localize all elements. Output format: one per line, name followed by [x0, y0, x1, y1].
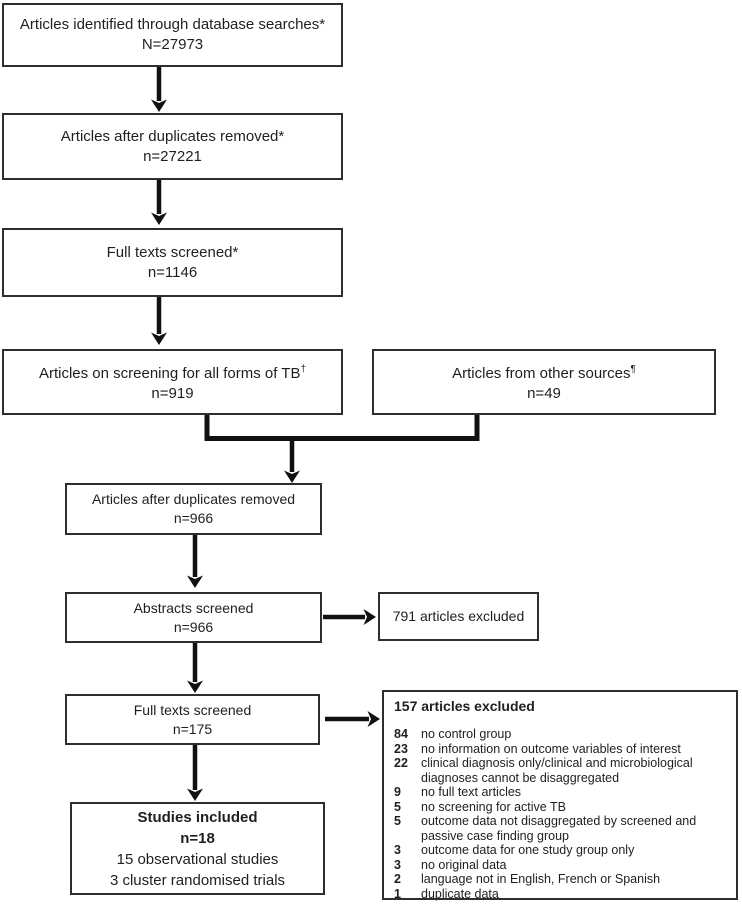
box-title: Articles after duplicates removed* [60, 127, 285, 145]
arrow-dedup1-to-fulltext1 [151, 180, 167, 225]
box-screening-all-forms-tb: Articles on screening for all forms of T… [2, 349, 343, 415]
box-studies-included: Studies included n=18 15 observational s… [70, 802, 325, 895]
dagger-symbol: † [300, 364, 307, 375]
box-count: n=919 [151, 385, 194, 402]
arrow-fulltext2-to-excluded [325, 711, 380, 727]
exclusion-reason: 5 no screening for active TB [394, 799, 566, 814]
box-label: 791 articles excluded [392, 608, 525, 624]
box-title: Articles on screening for all forms of T… [38, 364, 307, 382]
box-count: n=966 [173, 510, 214, 526]
arrow-abstracts-to-excluded [323, 609, 376, 625]
box-count: n=27221 [143, 147, 202, 165]
exclusion-header: 157 articles excluded [394, 698, 535, 714]
arrow-abstracts-to-fulltext2 [187, 643, 203, 693]
box-count: n=49 [527, 385, 561, 402]
box-title: Abstracts screened [133, 599, 254, 616]
arrow-identified-to-dedup1 [151, 67, 167, 112]
box-title: Articles from other sources¶ [452, 364, 636, 382]
arrow-dedup2-to-abstracts [187, 535, 203, 588]
box-detail: 3 cluster randomised trials [109, 871, 286, 889]
box-title: Full texts screened [133, 701, 252, 718]
box-count: n=966 [173, 618, 214, 635]
exclusion-reason: 3 no original data [394, 857, 507, 872]
exclusion-reason: 9 no full text articles [394, 785, 522, 799]
connector-merge [204, 413, 480, 483]
box-157-articles-excluded: 157 articles excluded 84 no control grou… [382, 690, 738, 901]
exclusion-reason: 5 outcome data not disaggregated by scre… [394, 814, 697, 843]
box-title: Articles identified through database sea… [19, 16, 326, 33]
box-title: Full texts screened* [106, 243, 239, 261]
pilcrow-symbol: ¶ [630, 364, 636, 375]
box-full-texts-screened-2: Full texts screened n=175 [65, 694, 320, 745]
box-title: Studies included [137, 808, 258, 826]
box-detail: 15 observational studies [116, 850, 279, 868]
exclusion-reason: 23 no information on outcome variables o… [394, 741, 681, 756]
exclusion-reason: 3 outcome data for one study group only [394, 843, 635, 857]
exclusion-reason: 84 no control group [394, 727, 512, 741]
box-duplicates-removed-2: Articles after duplicates removed n=966 [65, 483, 322, 535]
box-full-texts-screened-1: Full texts screened* n=1146 [2, 228, 343, 297]
exclusion-reason: 2 language not in English, French or Spa… [394, 872, 661, 886]
box-title: Articles after duplicates removed [91, 491, 296, 507]
box-articles-identified: Articles identified through database sea… [2, 3, 343, 67]
box-other-sources: Articles from other sources¶ n=49 [372, 349, 716, 415]
exclusion-reason: 22 clinical diagnosis only/clinical and … [394, 756, 693, 785]
box-count: n=18 [180, 829, 215, 847]
arrow-fulltext2-to-included [187, 745, 203, 801]
box-791-articles-excluded: 791 articles excluded [378, 592, 539, 641]
box-count: n=1146 [147, 263, 198, 281]
box-abstracts-screened: Abstracts screened n=966 [65, 592, 322, 643]
exclusion-reason: 1 duplicate data [394, 886, 499, 901]
box-count: n=175 [172, 720, 213, 737]
box-duplicates-removed-1: Articles after duplicates removed* n=272… [2, 113, 343, 180]
arrow-fulltext1-to-screening [151, 297, 167, 345]
box-count: N=27973 [141, 36, 204, 53]
